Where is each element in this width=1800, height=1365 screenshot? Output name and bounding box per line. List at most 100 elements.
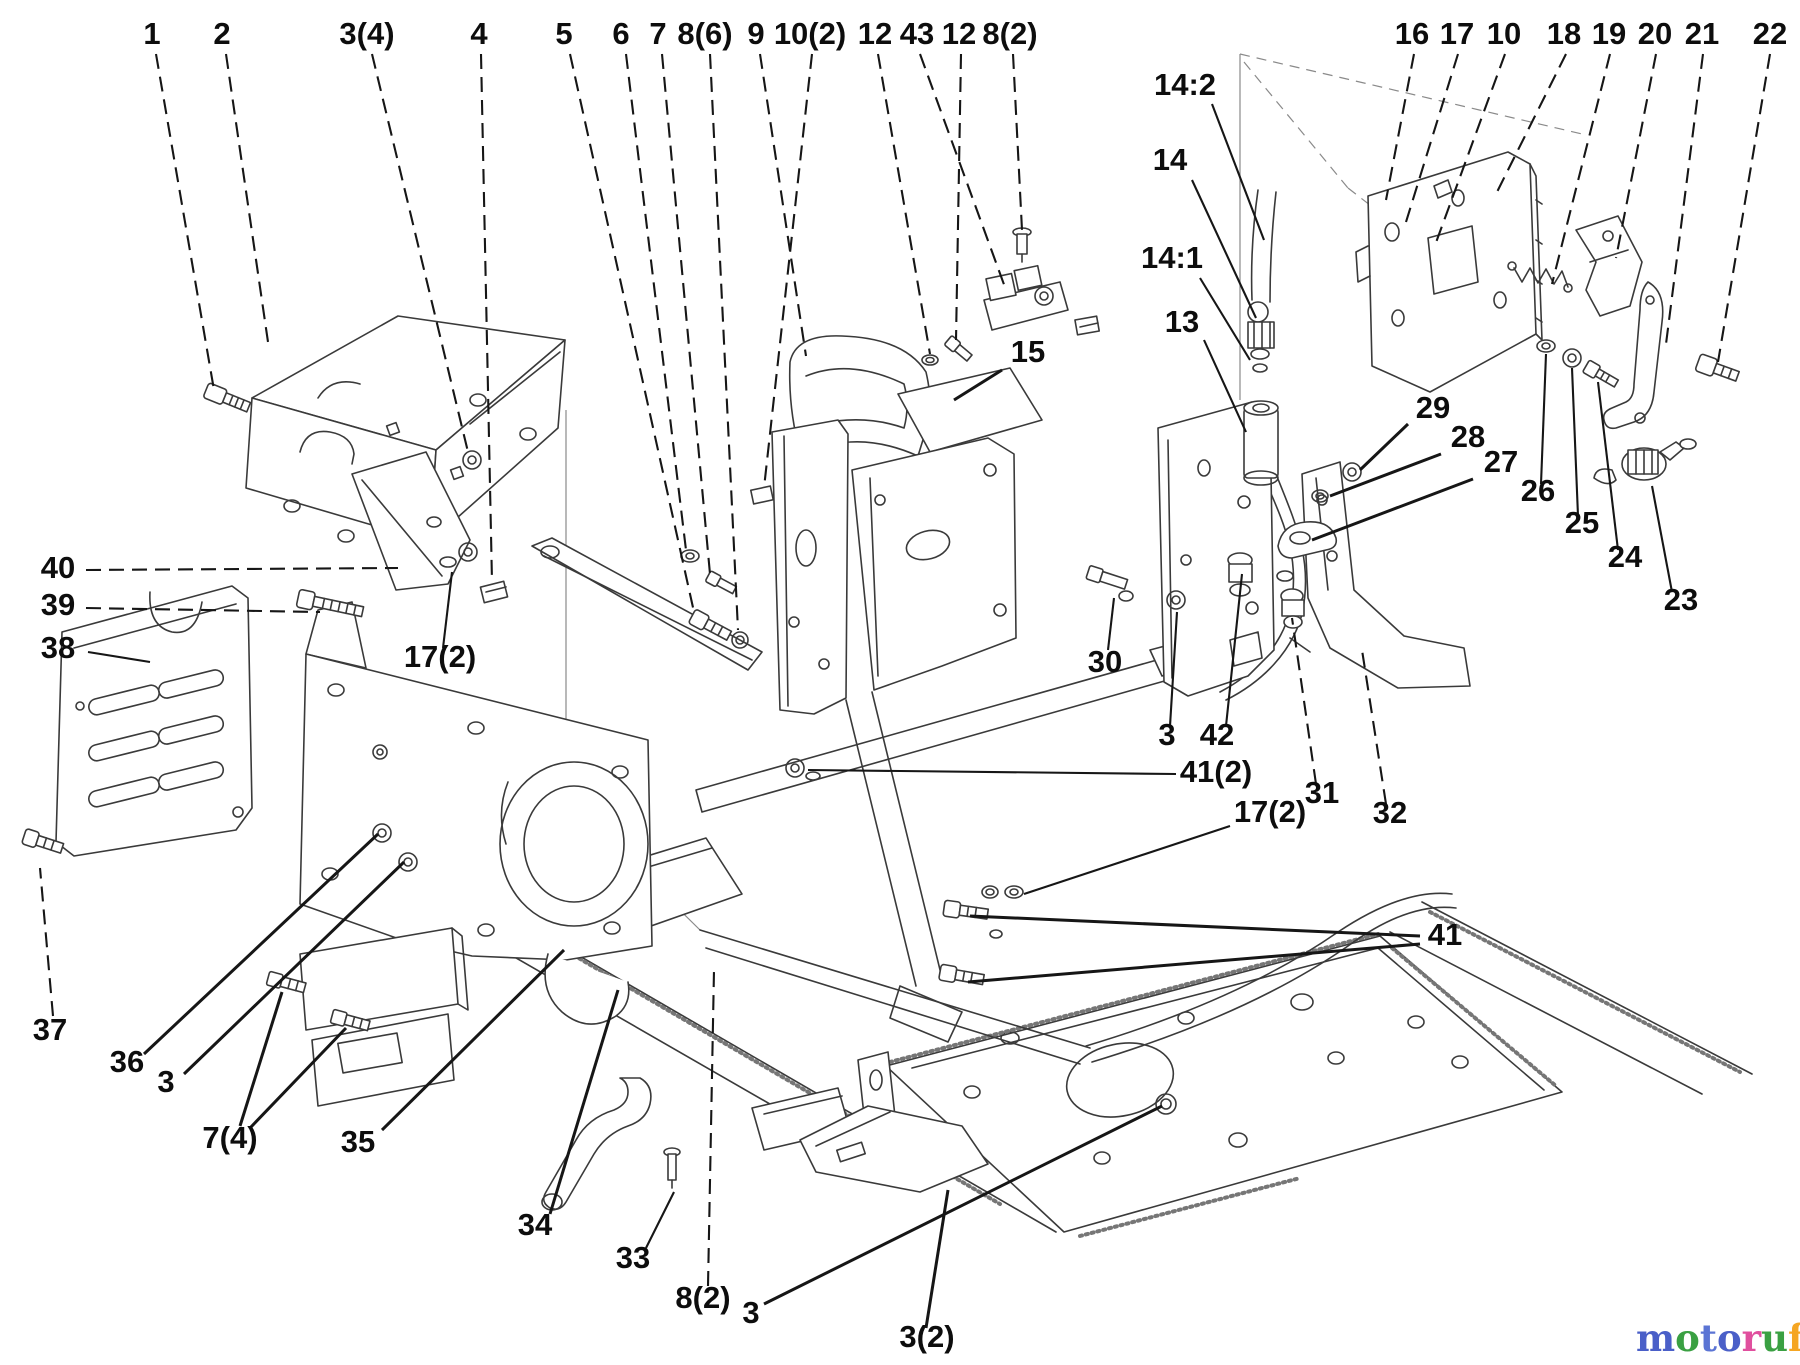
seat-latch-bracket [751,1051,1177,1193]
callout-label: 27 [1484,444,1518,479]
callout-label: 6 [612,16,629,51]
leader-line [1211,103,1265,241]
callout-label: 14 [1153,142,1188,177]
leader-line [1311,477,1474,542]
leader-line [1664,53,1705,345]
callout-label: 1 [143,16,160,51]
screw [1012,227,1032,263]
leader-line [1493,53,1567,199]
callout-label: 15 [1011,334,1045,369]
callout-label: 20 [1638,16,1672,51]
watermark-letter: r [1741,1316,1762,1360]
callout-label: 10 [1487,16,1521,51]
callout-label: 13 [1165,304,1199,339]
callout-label: 3 [1158,717,1175,752]
leader-line [1199,277,1251,361]
leader-line [568,53,696,613]
washer [981,885,1003,939]
washer [785,590,1134,899]
watermark-letter: u [1761,1316,1789,1360]
callout-label: 22 [1753,16,1787,51]
bolt [329,1008,371,1032]
watermark-letter: f [1788,1316,1800,1360]
leader-line [1570,367,1580,517]
leader-line [1329,452,1442,498]
leader-line [624,53,688,551]
callout-label: 30 [1088,644,1122,679]
callout-label: 3(4) [339,16,394,51]
leader-line [1404,53,1460,223]
bolt [203,382,252,413]
leader-line [1290,617,1318,785]
leader-line [1716,53,1772,363]
leader-line [1168,611,1179,727]
leader-line [1203,339,1247,433]
leader-line [182,860,406,1076]
callout-label: 4 [470,16,488,51]
cable-clip [479,315,1101,604]
callout-label: 26 [1521,473,1555,508]
bolt [944,335,973,362]
callout-label: 18 [1547,16,1581,51]
bolt [295,588,365,618]
leader-line [1433,53,1506,249]
bolt [705,570,738,595]
callout-label: 29 [1416,390,1450,425]
callout-label: 23 [1664,582,1698,617]
front-strap [771,419,849,715]
leader-line [142,832,380,1056]
callout-label: 37 [33,1012,67,1047]
leader-line [660,53,712,575]
leader-line [87,650,151,664]
callout-label: 39 [41,587,75,622]
callout-label: 24 [1608,539,1643,574]
leader-line [758,53,808,357]
leader-line [1550,53,1612,285]
leader-line [1191,179,1257,319]
leader-line [645,1191,675,1249]
callout-label: 3 [742,1295,759,1330]
leader-line [708,53,740,631]
leader-line [763,1104,1163,1306]
leader-line [1224,573,1244,727]
callout-label: 16 [1395,16,1429,51]
watermark-letter: o [1716,1316,1742,1360]
gearbox [299,927,469,1107]
callout-label: 36 [110,1044,144,1079]
latch-lever [1575,215,1643,317]
switch-bracket [897,367,1043,453]
bushing-13 [1243,400,1279,486]
callout-label: 38 [41,630,75,665]
ignition-switch [983,264,1069,331]
callout-label: 28 [1451,419,1485,454]
leader-line [1011,53,1024,231]
bolt [938,963,985,986]
callout-label: 14:2 [1154,67,1216,102]
callout-label: 2 [213,16,230,51]
callout-label: 19 [1592,16,1626,51]
bolt [688,609,733,641]
leader-line [479,53,494,583]
watermark-letter: m [1636,1316,1676,1360]
callout-label: 17 [1440,16,1474,51]
brace-strap [531,537,763,671]
callout-label: 35 [341,1124,375,1159]
leader-line [548,989,620,1215]
leader-line [1360,649,1388,805]
bolt [1694,353,1740,382]
leader-line [85,606,321,614]
hook-clamp [1276,521,1338,653]
support-bracket [351,451,471,591]
leader-line [85,566,399,572]
watermark-logo: motoruf.de [1636,1316,1800,1360]
washer [1311,462,1362,503]
callout-label: 8(2) [675,1280,730,1315]
leader-line [1596,381,1620,551]
callout-label: 14:1 [1141,240,1203,275]
leader-line [1539,353,1548,485]
leader-line [224,53,270,343]
callout-label: 12 [942,16,976,51]
